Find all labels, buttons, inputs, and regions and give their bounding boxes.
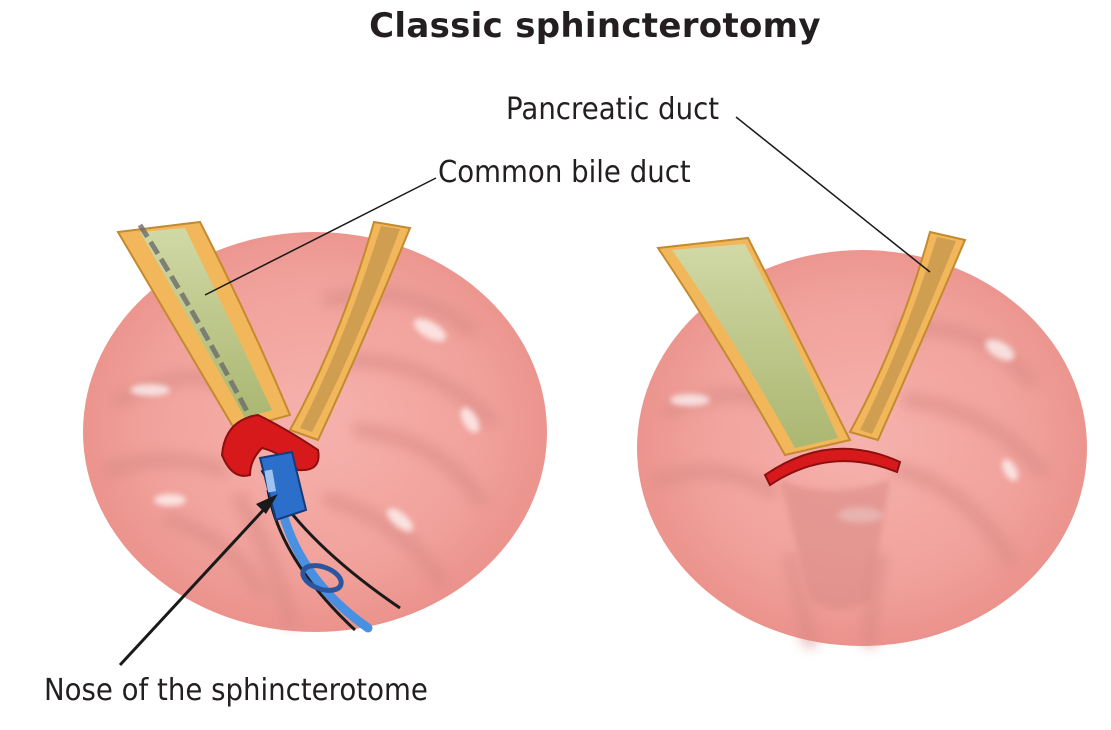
nose-arrow-line [118,503,270,667]
left-panel [83,177,547,667]
pancreatic-duct-label: Pancreatic duct [506,92,720,127]
sphincterotome-nose-label: Nose of the sphincterotome [44,673,428,708]
right-cut-groove [780,480,890,610]
right-cbd-lumen [672,244,838,448]
cbd-leader-line [204,177,437,296]
figure-title: Classic sphincterotomy [369,6,821,46]
right-pd-lumen [860,237,956,434]
right-panel [637,116,1087,648]
pd-leader-line [735,116,931,273]
nose-arrow-head [256,494,278,514]
sphincterotome-shaft [277,505,373,633]
guidewire [137,223,265,442]
left-pd-lumen [300,226,400,432]
right-incised-papilla [763,447,902,487]
sphincterotome-loop [300,563,344,593]
sphincterotome-nose-highlight [264,469,277,493]
left-mucosa-highlights [130,318,480,532]
common-bile-duct-label: Common bile duct [438,155,691,190]
